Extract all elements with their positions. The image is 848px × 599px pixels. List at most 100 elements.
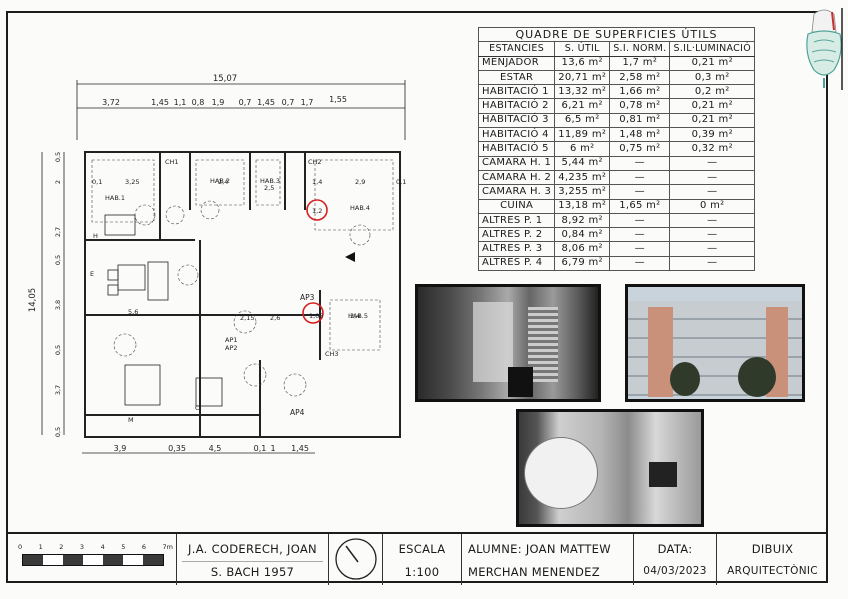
s-util: 6,79 m² [554, 255, 611, 272]
room-label: HAB.2 [210, 177, 230, 185]
dibuix-line2: ARQUITECTÒNIC [727, 565, 818, 577]
room-name: ALTRES P. 3 [477, 241, 556, 257]
si-norm: 0,81 m² [609, 112, 671, 129]
living-room-photo [516, 409, 704, 527]
s-ilum: — [669, 241, 755, 257]
dim-bottom: 4,5 [209, 444, 222, 453]
s-ilum: 0,21 m² [669, 112, 755, 129]
alumne-line2: MERCHAN MENENDEZ [468, 565, 600, 579]
room-label: CH3 [325, 350, 339, 358]
header-s-iluminacio: S.IL·LUMINACIÓ [669, 41, 755, 57]
s-ilum: — [669, 184, 755, 200]
dibuix-line1: DIBUIX [751, 542, 794, 556]
scale-tick: 2 [59, 543, 64, 551]
room-name: HABITACIÓ 5 [477, 141, 556, 157]
si-norm: — [609, 255, 671, 272]
date-cell: DATA: 04/03/2023 [633, 534, 716, 585]
room-dim: 2,5 [264, 184, 274, 192]
dim-total-height: 14,05 [28, 288, 38, 312]
facade-photo [625, 284, 805, 402]
s-ilum: 0 m² [669, 198, 755, 214]
room-label: AP1 [225, 336, 238, 344]
dim-left: 0,5 [54, 152, 62, 162]
dim-bottom: 3,9 [114, 444, 127, 453]
room-label: AP3 [300, 293, 315, 302]
room-label: AP2 [225, 344, 238, 352]
si-norm: 1,7 m² [609, 55, 671, 71]
student-cell: ALUMNE: JOAN MATTEW MERCHAN MENENDEZ [461, 534, 633, 585]
si-norm: — [609, 169, 671, 186]
dim-top: 0,8 [192, 98, 205, 107]
room-label: H [93, 232, 98, 240]
s-ilum: 0,2 m² [669, 84, 755, 100]
s-ilum: — [669, 227, 755, 243]
room-name: HABITACIÓ 3 [477, 112, 556, 129]
room-name: ALTRES P. 4 [477, 255, 556, 272]
room-dim: 1,05 [309, 312, 323, 320]
s-util: 0,84 m² [554, 227, 611, 243]
s-ilum: 0,3 m² [669, 69, 755, 86]
room-label: HAB.3 [260, 177, 280, 185]
dim-left: 3,7 [54, 385, 62, 395]
room-dim: 1,2 [312, 207, 322, 215]
si-norm: 0,75 m² [609, 141, 671, 157]
room-name: MENJADOR [477, 55, 556, 71]
s-util: 5,44 m² [554, 155, 611, 171]
room-label: CH1 [165, 158, 179, 166]
si-norm: 2,58 m² [609, 69, 671, 86]
dim-total-width: 15,07 [213, 74, 237, 84]
highlight-circle [306, 199, 328, 221]
project-cell: J.A. CODERECH, JOAN S. BACH 1957 [176, 534, 328, 585]
si-norm: — [609, 241, 671, 257]
dim-left: 2 [54, 180, 62, 184]
dim-top: 1,45 [257, 98, 275, 107]
si-norm: — [609, 184, 671, 200]
room-name: CAMARA H. 3 [477, 184, 556, 200]
dim-top: 1,9 [212, 98, 225, 107]
si-norm: 1,48 m² [609, 127, 671, 143]
room-label: AP4 [290, 408, 305, 417]
drawing-type-cell: DIBUIX ARQUITECTÒNIC [716, 534, 828, 585]
dim-left: 0,5 [54, 427, 62, 437]
header-si-norm: S.I. NORM. [609, 41, 671, 57]
room-name: CUINA [477, 198, 556, 214]
room-dim: 2,4 [218, 178, 228, 186]
scale-bar-cell: 0 1 2 3 4 5 6 7m [6, 534, 176, 585]
north-cell [328, 534, 382, 585]
drawing-sheet-border [6, 11, 828, 583]
room-name: ALTRES P. 2 [477, 227, 556, 243]
data-label: DATA: [657, 542, 693, 556]
surface-table-title: QUADRE DE SUPERFICIES ÚTILS [478, 26, 755, 43]
highlight-circle [302, 302, 324, 324]
header-estancies: ESTANCIES [477, 41, 556, 57]
dim-bottom: 1 [270, 444, 275, 453]
north-arrow-icon [345, 252, 355, 262]
room-dim: 2,4 [350, 312, 360, 320]
s-util: 13,18 m² [554, 198, 611, 214]
dim-left: 0,5 [54, 345, 62, 355]
title-block: 0 1 2 3 4 5 6 7m J.A. CODERECH, JOAN S. … [6, 532, 828, 585]
escala-value: 1:100 [404, 565, 440, 579]
si-norm: — [609, 227, 671, 243]
room-label: C [195, 404, 200, 412]
scale-tick: 7m [162, 543, 173, 551]
s-ilum: — [669, 155, 755, 171]
scale-tick: 1 [38, 543, 43, 551]
s-ilum: — [669, 255, 755, 272]
floor-plan-drawing: 15,07 3,72 1,45 1,1 0,8 1,9 0,7 1,45 0,7… [28, 74, 406, 454]
dim-bottom: 0,35 [168, 444, 186, 453]
dim-left: 0,5 [54, 255, 62, 265]
room-label: HAB.1 [105, 194, 125, 202]
graphic-scale-bar [22, 554, 164, 566]
s-ilum: 0,39 m² [669, 127, 755, 143]
school-seal-icon [806, 8, 843, 90]
room-dim: 2,15 [240, 314, 254, 322]
s-util: 3,255 m² [554, 184, 611, 200]
s-ilum: 0,21 m² [669, 98, 755, 114]
room-name: CAMARA H. 2 [477, 169, 556, 186]
